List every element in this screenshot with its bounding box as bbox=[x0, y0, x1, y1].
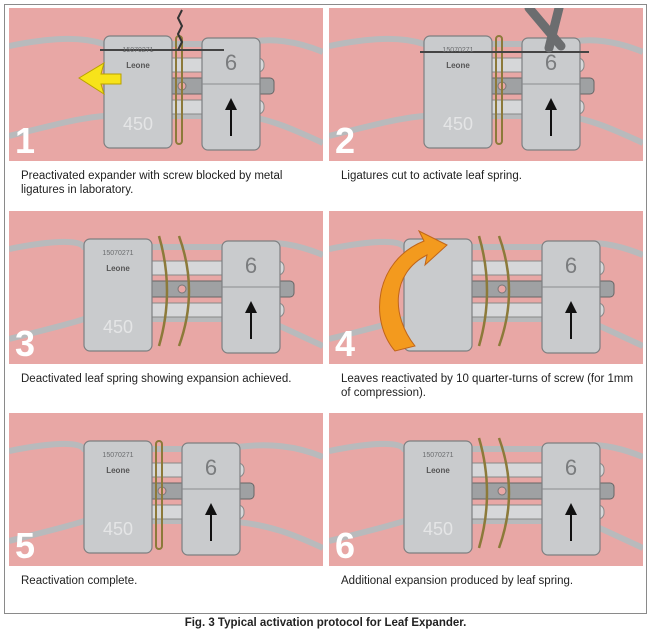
direction-arrow-icon bbox=[245, 301, 257, 313]
turn-mark-label: 6 bbox=[245, 253, 257, 278]
turn-mark-label: 6 bbox=[565, 455, 577, 480]
direction-arrow-icon bbox=[205, 503, 217, 515]
brand-label: Leone bbox=[106, 466, 130, 475]
wire-lower bbox=[9, 316, 323, 349]
wire-upper bbox=[9, 238, 323, 258]
screw-hole bbox=[497, 284, 507, 294]
turn-mark-label: 6 bbox=[225, 50, 237, 75]
step-number: 1 bbox=[15, 120, 36, 161]
step-number: 4 bbox=[335, 323, 356, 364]
expander-body-right bbox=[521, 37, 581, 151]
direction-arrow-icon bbox=[565, 301, 577, 313]
step-number: 3 bbox=[15, 323, 36, 364]
direction-arrow-icon bbox=[545, 98, 557, 110]
wire-upper bbox=[9, 440, 323, 460]
step-caption: Preactivated expander with screw blocked… bbox=[21, 170, 283, 196]
wire-lower bbox=[9, 113, 323, 146]
expander-body-right bbox=[181, 442, 241, 556]
cutter-pliers-icon bbox=[524, 8, 566, 53]
rotation-arrow-icon bbox=[379, 229, 448, 352]
wire-upper bbox=[329, 238, 643, 258]
expander-body-left bbox=[403, 238, 473, 352]
expander-body-left bbox=[423, 35, 493, 149]
leaf-spring-left bbox=[477, 235, 489, 347]
direction-arrow-icon bbox=[225, 98, 237, 110]
step-caption: Leaves reactivated by 10 quarter-turns o… bbox=[341, 373, 634, 399]
expander-body-left bbox=[103, 35, 173, 149]
expander-drawing: 6 bbox=[329, 229, 643, 354]
step-caption: Additional expansion produced by leaf sp… bbox=[341, 575, 574, 587]
step-number: 6 bbox=[335, 525, 356, 566]
leaf-spring bbox=[155, 440, 163, 550]
size-label: 450 bbox=[103, 317, 133, 337]
wire-upper bbox=[329, 440, 643, 460]
size-label: 450 bbox=[103, 519, 133, 539]
leaf-spring-left bbox=[477, 437, 489, 549]
brand-label: Leone bbox=[446, 61, 470, 70]
expander-body-left bbox=[403, 440, 473, 554]
serial-number-label: 15070271 bbox=[122, 47, 153, 54]
expander-body-left bbox=[83, 238, 153, 352]
serial-number-label: 15070271 bbox=[102, 250, 133, 257]
brand-label: Leone bbox=[126, 61, 150, 70]
wire-lower bbox=[329, 113, 643, 146]
serial-number-label: 15070271 bbox=[442, 47, 473, 54]
serial-number-label: 15070271 bbox=[102, 452, 133, 459]
brand-label: Leone bbox=[106, 264, 130, 273]
ligature-twist bbox=[176, 9, 184, 51]
leaf-spring-right bbox=[497, 437, 511, 549]
wire-upper bbox=[329, 35, 643, 55]
size-label: 450 bbox=[443, 114, 473, 134]
direction-arrow-icon bbox=[565, 503, 577, 515]
expander-body-right bbox=[221, 240, 281, 354]
figure-caption: Fig. 3 Typical activation protocol for L… bbox=[184, 617, 467, 629]
expander-body-right bbox=[541, 240, 601, 354]
wire-lower bbox=[9, 518, 323, 551]
leaf-spring bbox=[495, 35, 503, 145]
screw-hole bbox=[177, 284, 187, 294]
wire-lower bbox=[329, 518, 643, 551]
brand-label: Leone bbox=[426, 466, 450, 475]
screw-hole bbox=[497, 486, 507, 496]
size-label: 450 bbox=[423, 519, 453, 539]
wire-upper bbox=[9, 35, 323, 55]
step-number: 5 bbox=[15, 525, 36, 566]
turn-mark-label: 6 bbox=[545, 50, 557, 75]
leaf-spring-right bbox=[497, 235, 511, 347]
pointer-arrow-icon bbox=[78, 61, 122, 96]
expander-body-left bbox=[83, 440, 153, 554]
turn-mark-label: 6 bbox=[205, 455, 217, 480]
step-caption: Ligatures cut to activate leaf spring. bbox=[341, 170, 522, 182]
size-label: 450 bbox=[123, 114, 153, 134]
expander-body-right bbox=[201, 37, 261, 151]
turn-mark-label: 6 bbox=[565, 253, 577, 278]
wire-lower bbox=[329, 316, 643, 349]
step-caption: Reactivation complete. bbox=[21, 575, 138, 587]
expander-body-right bbox=[541, 442, 601, 556]
serial-number-label: 15070271 bbox=[422, 452, 453, 459]
step-number: 2 bbox=[335, 120, 356, 161]
leaf-spring-left bbox=[157, 235, 169, 347]
step-caption: Deactivated leaf spring showing expansio… bbox=[21, 373, 292, 385]
leaf-spring-right bbox=[177, 235, 191, 347]
